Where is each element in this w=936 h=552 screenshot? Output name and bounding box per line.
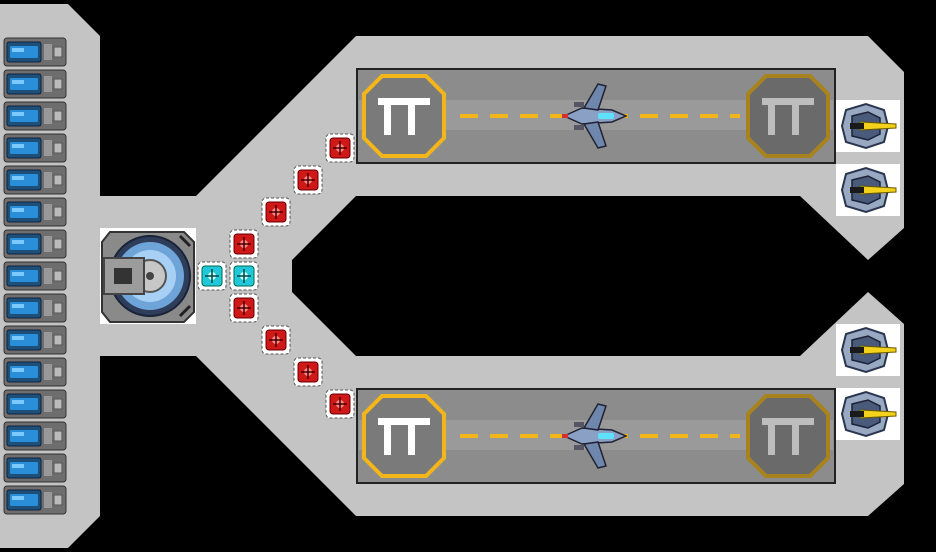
power-node-icon[interactable] <box>293 165 323 195</box>
battery-cell-icon[interactable] <box>3 453 67 483</box>
reactor-core-icon[interactable] <box>100 228 196 324</box>
power-node-icon[interactable] <box>293 357 323 387</box>
battery-cell-icon[interactable] <box>3 293 67 323</box>
battery-cell-icon[interactable] <box>3 69 67 99</box>
launch-pad-icon[interactable] <box>362 394 446 478</box>
power-node-icon[interactable] <box>325 133 355 163</box>
battery-cell-icon[interactable] <box>3 261 67 291</box>
power-node-icon[interactable] <box>229 229 259 259</box>
turret-icon[interactable] <box>835 323 901 377</box>
landing-pad-icon[interactable] <box>746 74 830 158</box>
power-node-icon[interactable] <box>261 325 291 355</box>
turret-icon[interactable] <box>835 387 901 441</box>
battery-cell-icon[interactable] <box>3 37 67 67</box>
battery-cell-icon[interactable] <box>3 197 67 227</box>
turret-icon[interactable] <box>835 163 901 217</box>
power-node-icon[interactable] <box>261 197 291 227</box>
turret-icon[interactable] <box>835 99 901 153</box>
power-node-icon[interactable] <box>197 261 227 291</box>
battery-cell-icon[interactable] <box>3 325 67 355</box>
lower-runway <box>356 388 836 484</box>
battery-cell-icon[interactable] <box>3 421 67 451</box>
battery-cell-icon[interactable] <box>3 165 67 195</box>
power-node-icon[interactable] <box>325 389 355 419</box>
battery-cell-icon[interactable] <box>3 101 67 131</box>
upper-runway <box>356 68 836 164</box>
battery-cell-icon[interactable] <box>3 133 67 163</box>
power-node-icon[interactable] <box>229 293 259 323</box>
power-node-icon[interactable] <box>229 261 259 291</box>
battery-cell-icon[interactable] <box>3 357 67 387</box>
launch-pad-icon[interactable] <box>362 74 446 158</box>
battery-cell-icon[interactable] <box>3 229 67 259</box>
battery-column <box>3 37 67 515</box>
battery-cell-icon[interactable] <box>3 485 67 515</box>
landing-pad-icon[interactable] <box>746 394 830 478</box>
battery-cell-icon[interactable] <box>3 389 67 419</box>
